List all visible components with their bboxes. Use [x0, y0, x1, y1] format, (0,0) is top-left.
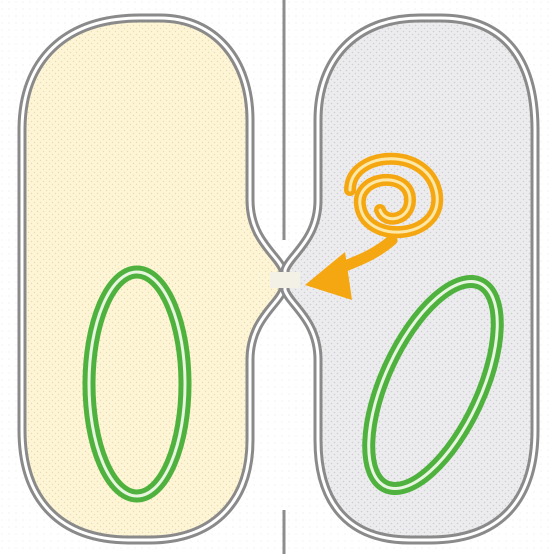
conjugation-bridge — [270, 272, 300, 288]
